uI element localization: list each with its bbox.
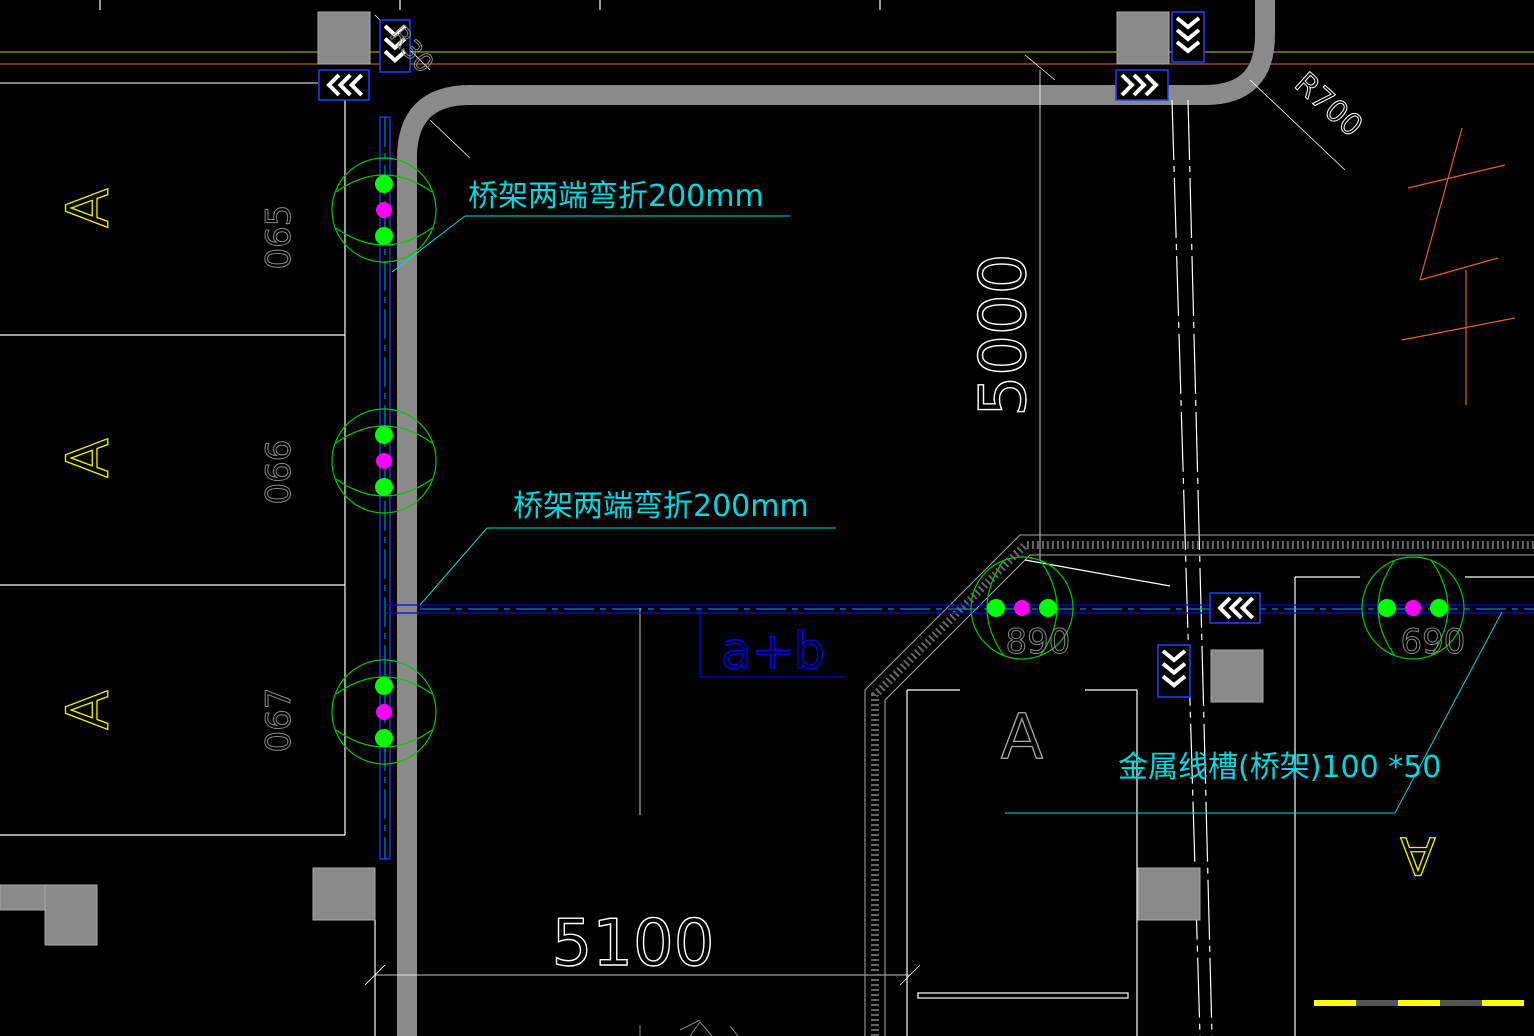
arrow-down-sign-icon	[1171, 11, 1205, 63]
room-walls-right	[906, 559, 1534, 1036]
stair-mark-lines	[1401, 127, 1516, 405]
node-magenta	[1014, 600, 1030, 616]
node-green	[987, 599, 1005, 617]
bottom-partial-mark	[639, 1019, 739, 1036]
arrow-left-sign-icon	[1209, 592, 1261, 624]
node-magenta	[1405, 600, 1421, 616]
pillar-icon	[44, 884, 98, 946]
parking-detector-icon	[331, 157, 437, 263]
space-label: 890	[1006, 622, 1071, 662]
tray-spec-note: 金属线槽(桥架)100 *50	[1118, 750, 1441, 785]
node-green	[1039, 599, 1057, 617]
zone-mark: A	[1400, 825, 1436, 885]
cable-tray	[379, 116, 1534, 860]
dimension-lines	[364, 14, 1346, 986]
arrow-left-sign-icon	[318, 69, 370, 101]
node-magenta	[376, 704, 392, 720]
zone-mark: A	[54, 690, 122, 730]
space-label: 066	[259, 440, 299, 505]
parking-detector-icon	[1361, 556, 1465, 660]
parking-detector-icon	[331, 408, 437, 514]
parking-detector-icon	[970, 556, 1074, 660]
parking-detector-icon	[331, 659, 437, 765]
direction-signs	[318, 11, 1261, 698]
node-magenta	[376, 202, 392, 218]
node-green	[1378, 599, 1396, 617]
road-edge-line	[397, 0, 1275, 1036]
space-label: 690	[1401, 622, 1466, 662]
zone-mark: A	[1001, 700, 1043, 773]
zone-mark: A	[54, 438, 122, 478]
node-green	[375, 677, 393, 695]
formula-label: a+b	[721, 622, 825, 680]
parking-detectors	[331, 157, 1465, 765]
node-green	[375, 729, 393, 747]
zone-mark: A	[54, 188, 122, 228]
parking-space-walls-left	[0, 0, 881, 1036]
arrow-down-sign-icon	[1157, 644, 1191, 698]
arrow-right-sign-icon	[1115, 69, 1169, 101]
pillars	[0, 11, 1264, 946]
zone-marks: A A A A A	[53, 187, 1436, 885]
pillar-icon	[1137, 867, 1201, 921]
pillar-icon	[0, 884, 46, 911]
pillar-icon	[1210, 649, 1264, 703]
bend-note-1: 桥架两端弯折200mm	[468, 179, 764, 214]
pillar-icon	[1116, 11, 1170, 65]
dimension-radius: R700	[1288, 66, 1369, 144]
bend-note-2: 桥架两端弯折200mm	[513, 489, 809, 524]
space-labels: 065 066 067 890 690	[259, 204, 1466, 753]
node-green	[375, 227, 393, 245]
arrow-down-sign-icon	[379, 19, 411, 73]
scale-bar-icon	[1314, 1000, 1524, 1006]
annotation-leaders	[391, 215, 1503, 814]
node-green	[1430, 599, 1448, 617]
dimension-horizontal: 5100	[552, 907, 715, 981]
tray-centerlines	[384, 117, 1534, 859]
space-label: 067	[259, 688, 299, 753]
dimension-vertical: 5000	[967, 254, 1041, 417]
node-green	[375, 478, 393, 496]
node-magenta	[376, 453, 392, 469]
top-grid-lines	[0, 51, 1534, 84]
node-green	[375, 175, 393, 193]
node-green	[375, 426, 393, 444]
pillar-icon	[312, 867, 376, 921]
space-label: 065	[259, 205, 299, 270]
pillar-icon	[317, 11, 371, 65]
